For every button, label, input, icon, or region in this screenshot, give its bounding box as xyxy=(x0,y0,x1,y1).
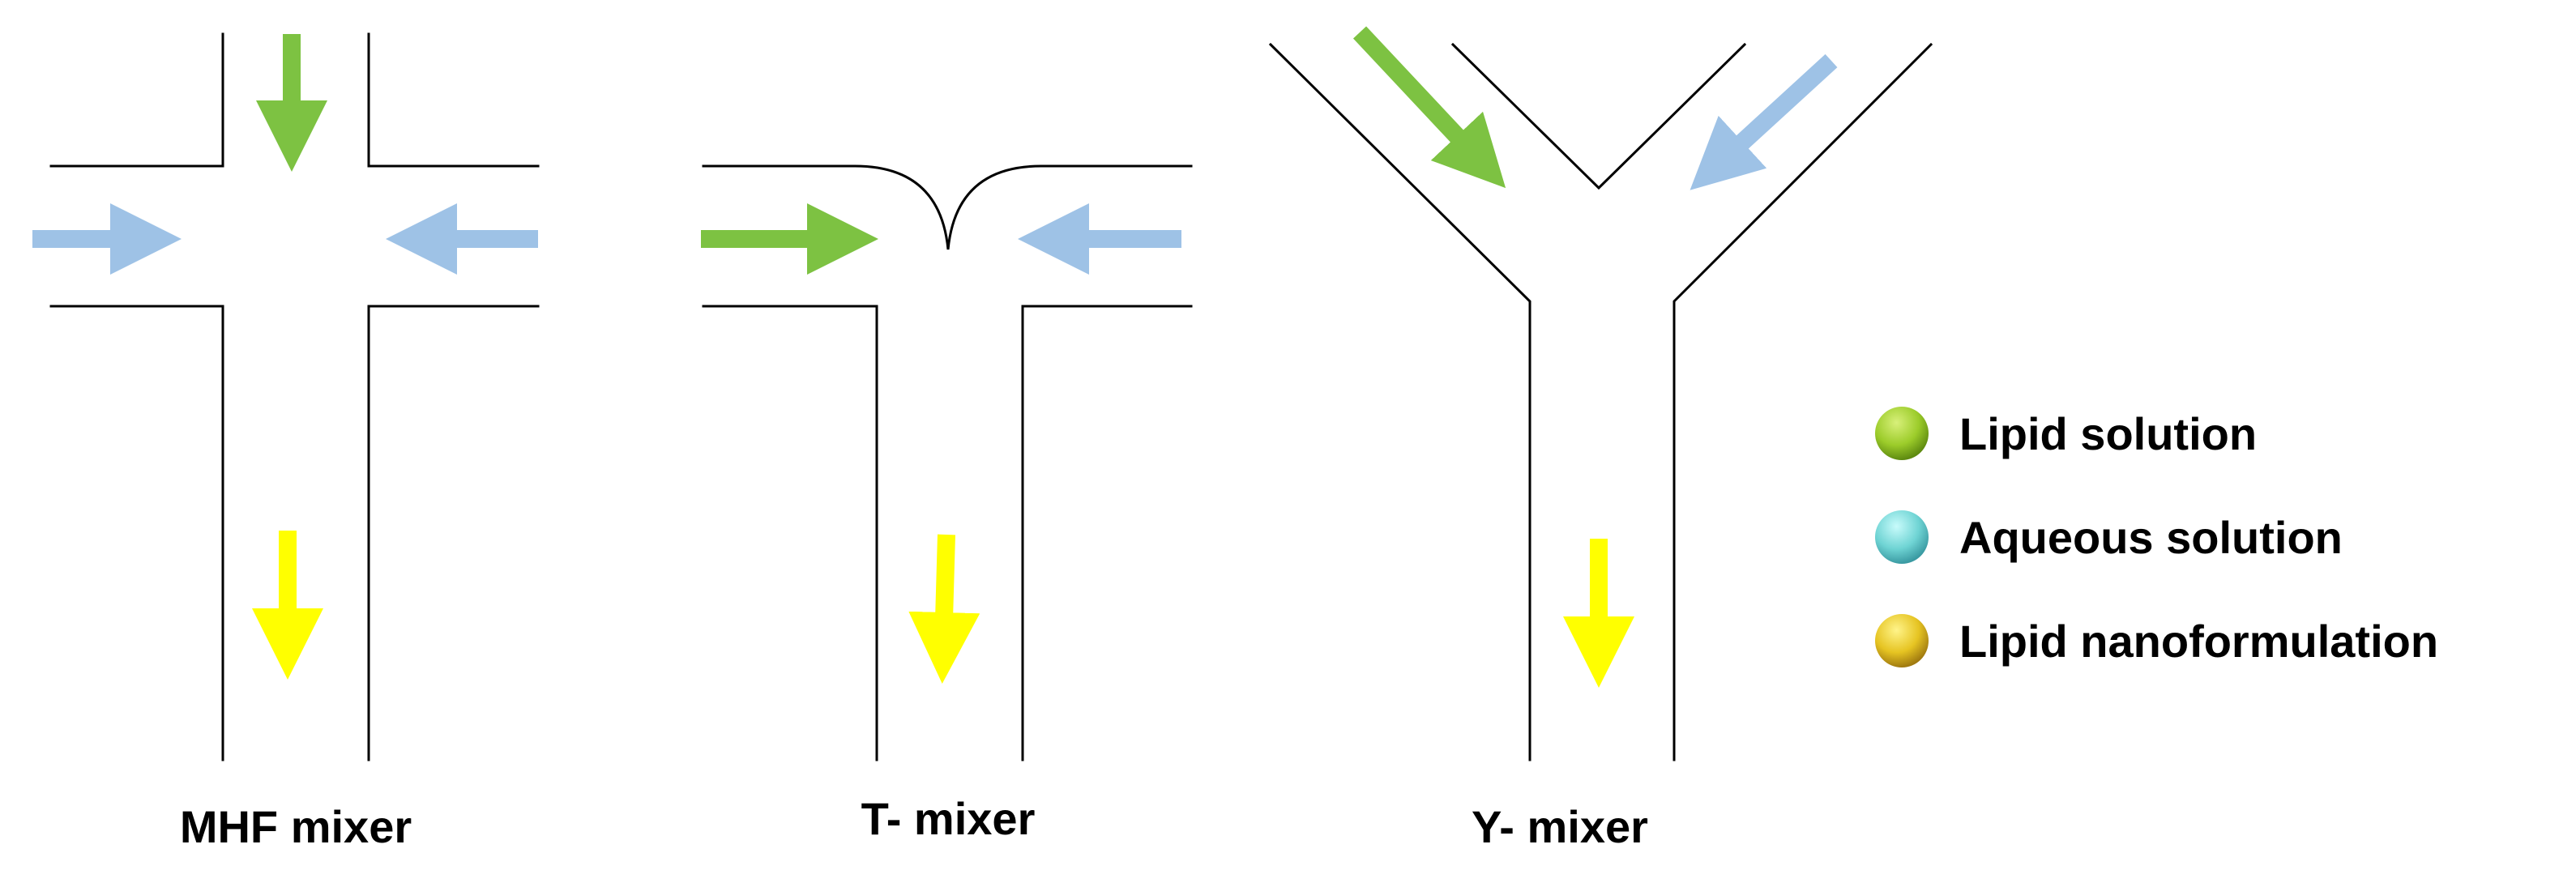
mhf-channel-walls xyxy=(49,32,540,761)
t-mixer-label: T- mixer xyxy=(861,793,1036,844)
t-channel-walls xyxy=(702,164,1193,761)
y-lipid-inlet-arrow xyxy=(1352,26,1506,189)
aqueous-solution-swatch-icon xyxy=(1875,510,1929,564)
legend-item-lipid-nanoformulation: Lipid nanoformulation xyxy=(1875,614,2438,667)
mhf-mixer: MHF mixer xyxy=(32,32,540,852)
y-mixer-label: Y- mixer xyxy=(1472,801,1648,852)
lipid-solution-swatch-icon xyxy=(1875,407,1929,460)
legend-item-aqueous-solution: Aqueous solution xyxy=(1875,510,2343,564)
legend-label: Lipid nanoformulation xyxy=(1959,616,2438,667)
y-mixer: Y- mixer xyxy=(1268,26,1933,852)
t-mixer: T- mixer xyxy=(701,164,1193,844)
lipid-nanoformulation-swatch-icon xyxy=(1875,614,1929,667)
legend: Lipid solution Aqueous solution Lipid na… xyxy=(1875,407,2438,667)
legend-label: Aqueous solution xyxy=(1959,512,2343,563)
t-product-outlet-arrow xyxy=(908,534,980,684)
mhf-mixer-label: MHF mixer xyxy=(180,801,412,852)
legend-label: Lipid solution xyxy=(1959,408,2257,459)
legend-item-lipid-solution: Lipid solution xyxy=(1875,407,2257,460)
y-aqueous-inlet-arrow xyxy=(1690,53,1838,190)
y-channel-walls xyxy=(1268,42,1933,761)
